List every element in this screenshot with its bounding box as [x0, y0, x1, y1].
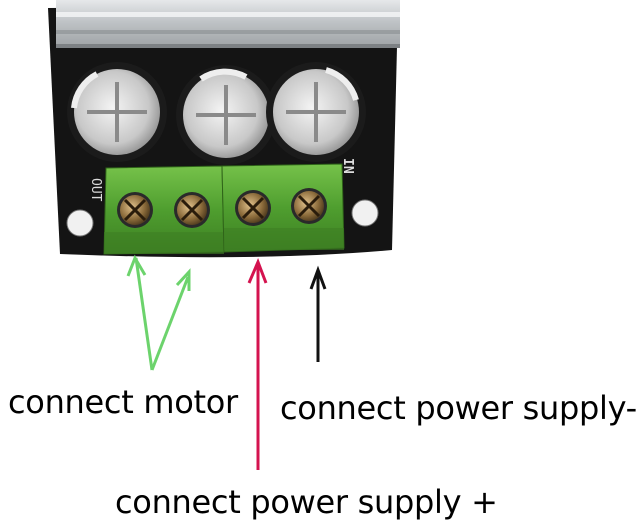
- terminal-block-output: [103, 165, 225, 255]
- capacitor-icon: [266, 62, 366, 162]
- terminal-block-input: [221, 163, 345, 253]
- mount-hole-left: [66, 209, 94, 237]
- arrow-icon: [126, 254, 191, 371]
- board-marking-in: IN: [340, 158, 355, 174]
- heatsink: [56, 0, 400, 48]
- arrow-icon: [309, 265, 327, 362]
- screw-icon: [235, 190, 271, 226]
- capacitor-icon: [176, 65, 276, 165]
- screw-icon: [117, 192, 153, 228]
- label-connect-motor: connect motor: [8, 383, 238, 421]
- capacitor-icon: [67, 62, 167, 162]
- screw-icon: [174, 192, 210, 228]
- screw-icon: [291, 188, 327, 224]
- board-marking-out: OUT: [88, 178, 103, 202]
- label-connect-power-negative: connect power supply-: [280, 389, 637, 427]
- arrow-icon: [247, 258, 268, 470]
- mount-hole-right: [351, 199, 379, 227]
- label-connect-power-positive: connect power supply +: [115, 483, 498, 521]
